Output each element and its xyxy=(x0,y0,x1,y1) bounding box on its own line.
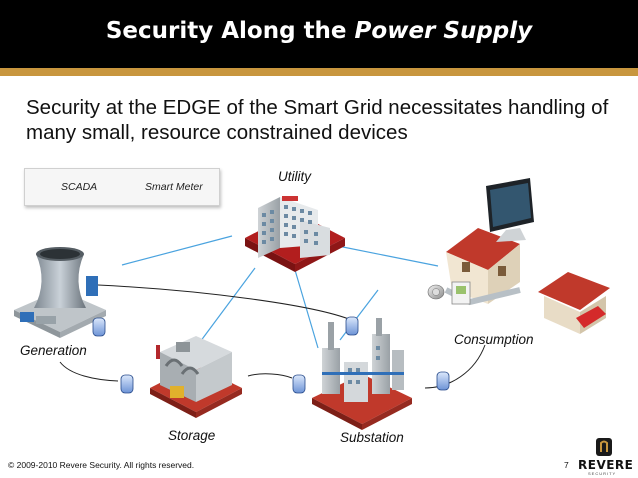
utility-label: Utility xyxy=(278,169,311,184)
substation-label: Substation xyxy=(340,430,404,445)
scada-marker-consumption xyxy=(436,371,450,391)
substation-icon xyxy=(312,318,412,430)
scada-marker-substation xyxy=(292,374,306,394)
storage-facility-icon xyxy=(150,336,242,418)
link-utility-substation xyxy=(294,269,319,349)
power-wires xyxy=(59,284,486,389)
wire-storage-substation xyxy=(247,373,293,379)
storage-label: Storage xyxy=(168,428,216,443)
wire-generation-meter xyxy=(59,361,119,382)
legend-scada-label: SCADA xyxy=(61,181,98,193)
title-bar: Security Along the Power Supply xyxy=(0,0,638,68)
appliance-icon xyxy=(451,281,471,305)
page-number: 7 xyxy=(564,460,569,470)
garage-car-icon xyxy=(538,272,610,334)
link-generation-utility xyxy=(121,235,233,266)
legend-box: SCADA Smart Meter xyxy=(24,168,220,206)
link-utility-storage xyxy=(199,267,256,343)
slide-subtitle: Security at the EDGE of the Smart Grid n… xyxy=(26,96,609,144)
scada-marker-generation xyxy=(92,317,106,337)
generation-label: Generation xyxy=(20,343,87,358)
slide-title-prefix: Security Along the xyxy=(105,18,355,44)
link-utility-consumption xyxy=(327,243,439,267)
smart-meter-marker xyxy=(427,284,445,300)
scada-marker-storage xyxy=(120,374,134,394)
legend-meter-label: Smart Meter xyxy=(145,181,203,193)
computer-monitor-icon xyxy=(486,178,534,242)
slide-title-emphasis: Power Supply xyxy=(354,18,533,44)
generation-plant-icon xyxy=(14,247,106,338)
scada-marker-utility-substation xyxy=(345,316,359,336)
link-utility-substation-2 xyxy=(339,289,379,341)
company-logo-subtext: SECURITY xyxy=(588,471,617,476)
copyright-notice: © 2009-2010 Revere Security. All rights … xyxy=(8,460,195,470)
utility-building-icon xyxy=(245,196,345,272)
wire-generation-substation xyxy=(97,284,357,323)
wire-substation-consumption xyxy=(424,344,486,389)
consumption-label: Consumption xyxy=(454,332,534,347)
accent-bar xyxy=(0,68,638,76)
company-logo-text: REVERE xyxy=(578,458,634,472)
revere-logo-icon xyxy=(596,438,612,456)
slide-title: Security Along the Power Supply xyxy=(0,18,638,44)
